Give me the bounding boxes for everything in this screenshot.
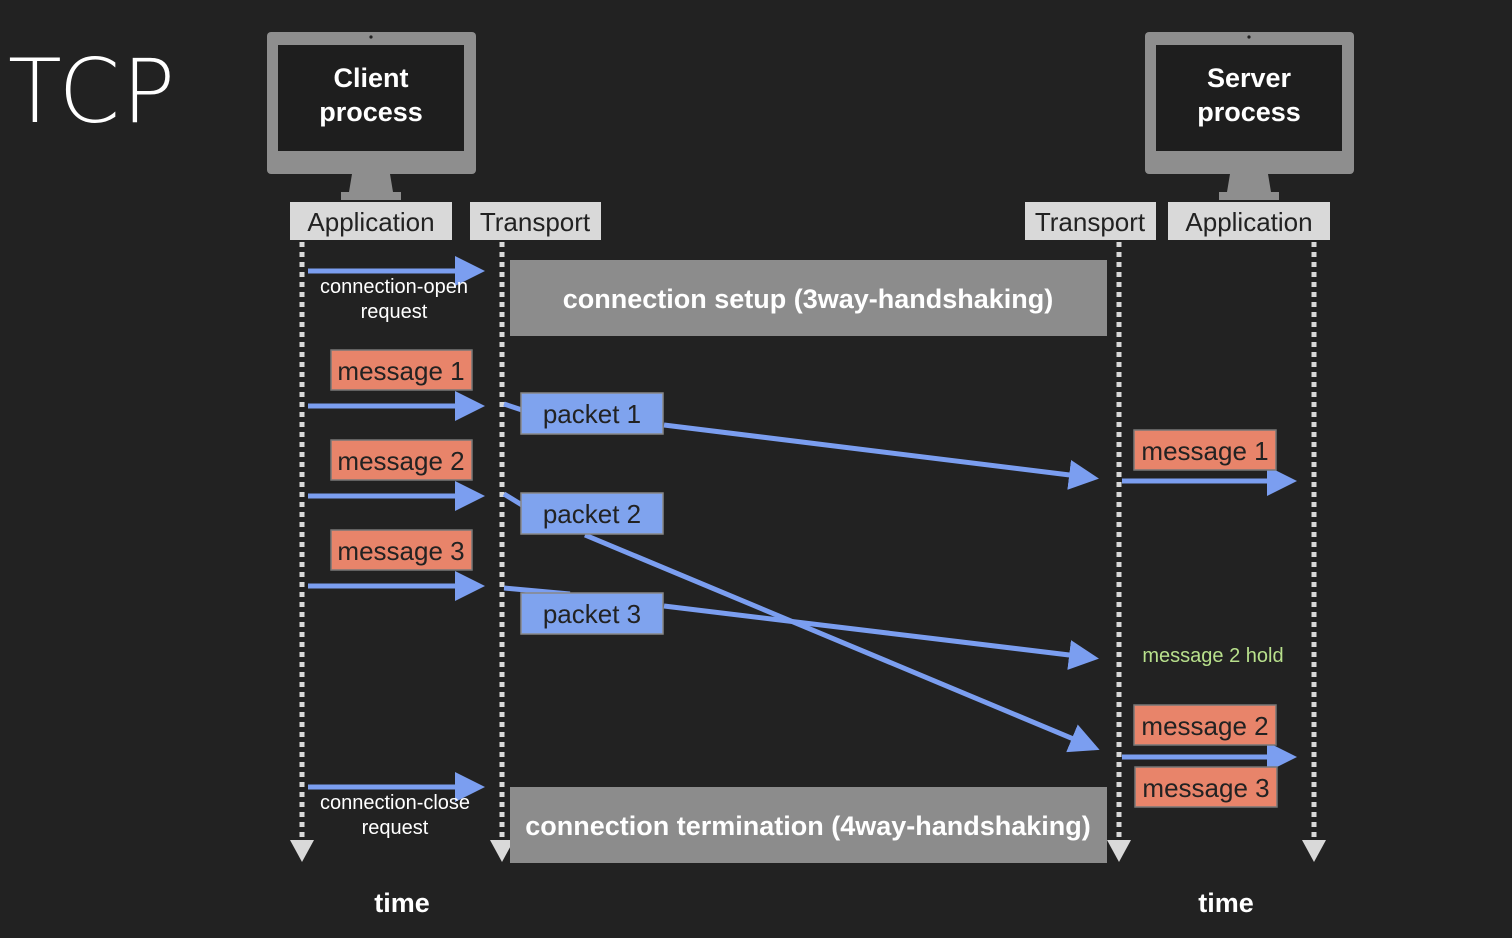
client-application-label: Application	[290, 202, 452, 240]
packet-2-link	[502, 491, 524, 508]
svg-text:message 1: message 1	[1141, 436, 1268, 466]
client-monitor-line2: process	[319, 97, 423, 127]
server-monitor-line2: process	[1197, 97, 1301, 127]
diagram-title: TCP	[8, 40, 177, 143]
svg-text:Transport: Transport	[1035, 207, 1146, 237]
client-message-2: message 2	[330, 439, 473, 481]
time-arrowhead-icon	[1302, 840, 1326, 862]
time-arrowhead-icon	[290, 840, 314, 862]
server-monitor: Server process	[1145, 32, 1354, 200]
packet-3: packet 3	[520, 592, 664, 635]
server-message-3: message 3	[1134, 766, 1278, 808]
client-monitor: Client process	[267, 32, 476, 200]
client-transport-label: Transport	[470, 202, 601, 240]
server-time-label: time	[1198, 888, 1254, 918]
close-request-line1: connection-close	[320, 792, 470, 814]
server-message-1: message 1	[1133, 429, 1277, 471]
packet-1-arrow	[663, 422, 1099, 490]
svg-text:packet 2: packet 2	[543, 499, 641, 529]
svg-text:connection termination (4way-h: connection termination (4way-handshaking…	[525, 811, 1091, 841]
svg-text:packet 3: packet 3	[543, 599, 641, 629]
packet-1: packet 1	[520, 392, 664, 435]
open-request-line2: request	[361, 301, 428, 323]
packet-2: packet 2	[520, 492, 664, 535]
client-time-label: time	[374, 888, 430, 918]
server-monitor-line1: Server	[1207, 63, 1292, 93]
time-arrowhead-icon	[1107, 840, 1131, 862]
packet-2-arrow	[584, 532, 1100, 753]
server-transport-label: Transport	[1025, 202, 1156, 240]
timelines	[299, 242, 1317, 842]
time-arrowhead-icon	[490, 840, 514, 862]
svg-text:Application: Application	[307, 207, 434, 237]
svg-text:message 2: message 2	[337, 446, 464, 476]
svg-text:message 3: message 3	[1142, 773, 1269, 803]
open-request-line1: connection-open	[320, 276, 468, 298]
svg-text:message 3: message 3	[337, 536, 464, 566]
svg-text:Transport: Transport	[480, 207, 591, 237]
svg-text:message 1: message 1	[337, 356, 464, 386]
svg-text:connection setup (3way-handsha: connection setup (3way-handshaking)	[563, 284, 1054, 314]
connection-setup-box: connection setup (3way-handshaking)	[510, 260, 1107, 336]
client-message-3: message 3	[330, 529, 473, 571]
packet-1-link	[503, 401, 523, 413]
close-request-line2: request	[362, 817, 429, 839]
client-message-1: message 1	[330, 349, 473, 391]
svg-text:Application: Application	[1185, 207, 1312, 237]
server-application-label: Application	[1168, 202, 1330, 240]
svg-text:packet 1: packet 1	[543, 399, 641, 429]
client-monitor-line1: Client	[333, 63, 408, 93]
svg-text:message 2: message 2	[1141, 711, 1268, 741]
packet-3-arrow	[663, 603, 1099, 670]
hold-note: message 2 hold	[1142, 645, 1283, 667]
connection-termination-box: connection termination (4way-handshaking…	[510, 787, 1107, 863]
server-message-2: message 2	[1133, 704, 1277, 746]
